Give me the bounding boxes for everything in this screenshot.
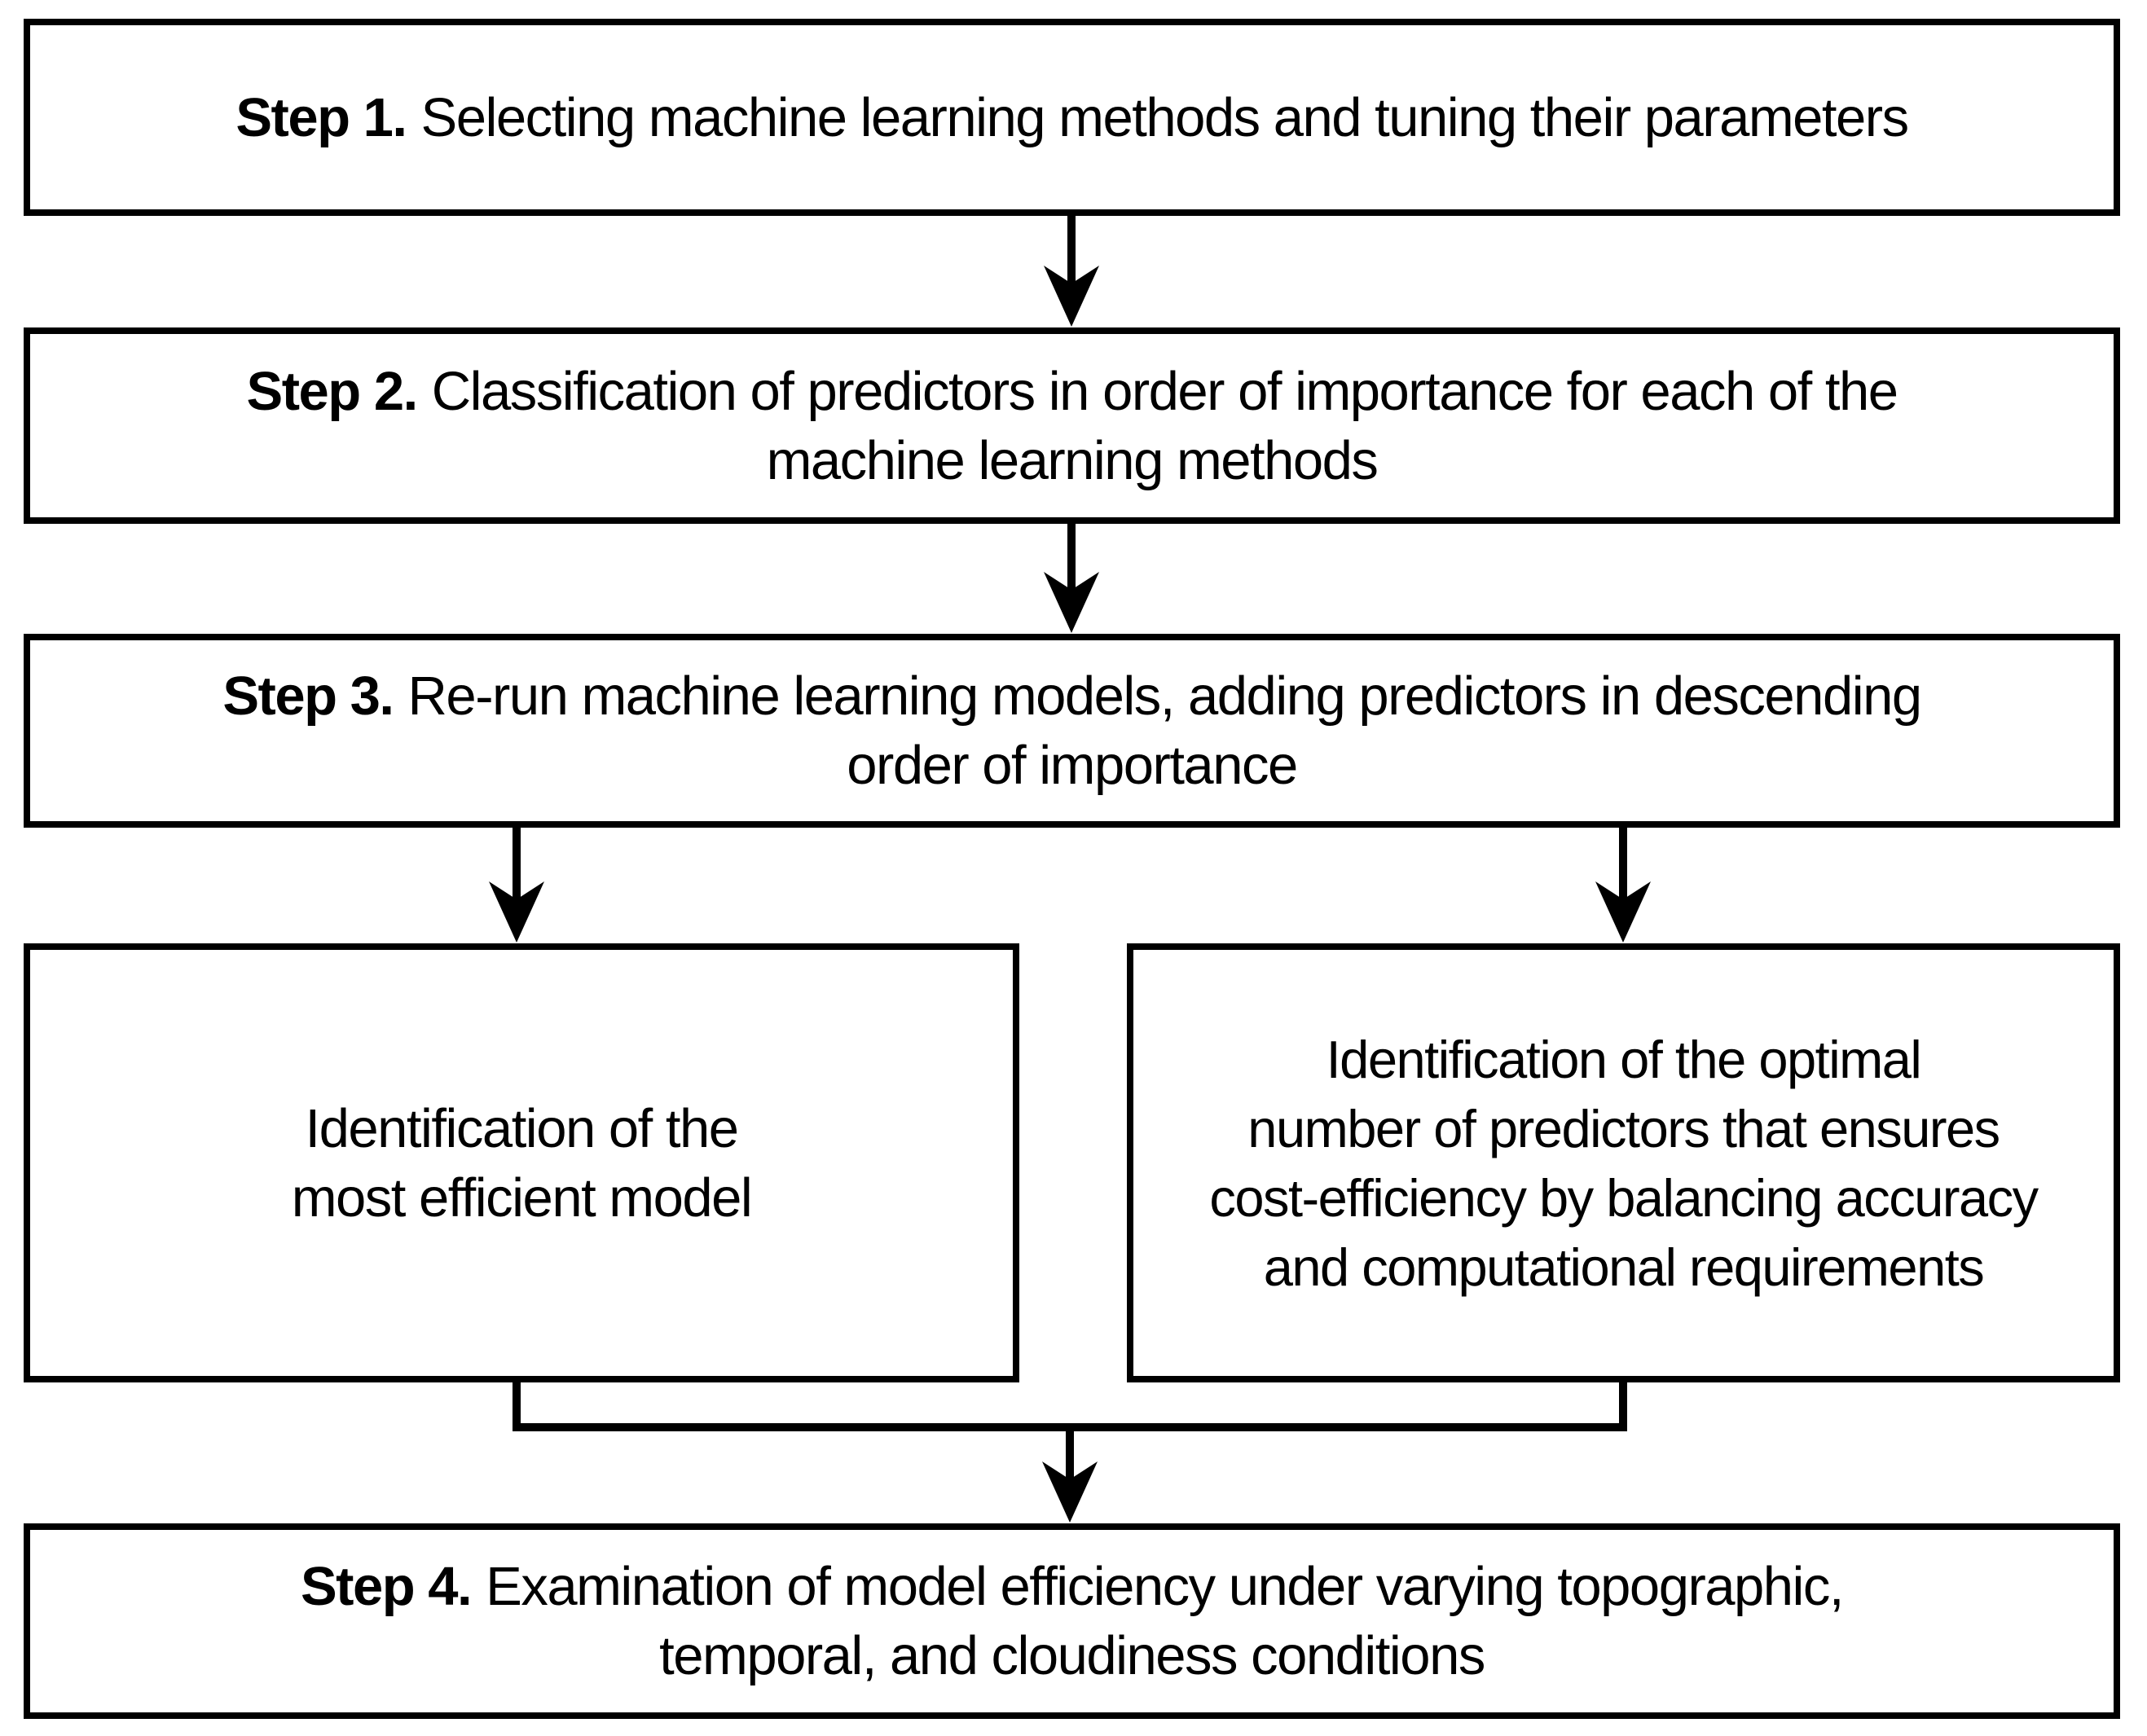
step1-text: Selecting machine learning methods and t… [420, 86, 1910, 148]
outcome-right-text-line1: Identification of the optimal [1326, 1029, 1922, 1089]
outcome-right-text-line2: number of predictors that ensures [1247, 1098, 2000, 1158]
step4-text: Examination of model efficiency under va… [486, 1556, 1844, 1617]
step3-text: Re-run machine learning models, adding p… [407, 666, 1923, 727]
step3-box: Step 3.Re-run machine learning models, a… [24, 634, 2120, 828]
step1-label: Step 1. [235, 86, 407, 148]
step1-box: Step 1.Selecting machine learning method… [24, 19, 2120, 216]
step4-text-line1: Step 4.Examination of model efficiency u… [300, 1552, 1845, 1621]
step2-label: Step 2. [246, 360, 419, 422]
step3-text-line1: Step 3.Re-run machine learning models, a… [222, 661, 1923, 731]
merge-connector [513, 1379, 1627, 1431]
arrow-step1-to-step2 [1044, 216, 1099, 327]
arrow-step3-to-outcome-left [489, 828, 544, 943]
step2-text-line1: Step 2.Classification of predictors in o… [247, 357, 1898, 426]
outcome-most-efficient-model-box: Identification of the most efficient mod… [24, 943, 1019, 1382]
step2-text-line2: machine learning methods [766, 429, 1379, 491]
step1-text-line1: Step 1.Selecting machine learning method… [235, 83, 1910, 152]
outcome-left-text-line2: most efficient model [291, 1167, 753, 1228]
outcome-right-text-line4: and computational requirements [1263, 1237, 1985, 1297]
outcome-left-text-line1: Identification of the [305, 1097, 739, 1159]
outcome-right-text-line3: cost-efficiency by balancing accuracy [1209, 1167, 2039, 1228]
step3-label: Step 3. [222, 666, 394, 727]
outcome-optimal-predictors-box: Identification of the optimal number of … [1127, 943, 2120, 1382]
arrow-step2-to-step3 [1044, 524, 1099, 633]
step3-text-line2: order of importance [847, 735, 1298, 796]
step4-text-line2: temporal, and cloudiness conditions [659, 1625, 1485, 1686]
step4-box: Step 4.Examination of model efficiency u… [24, 1523, 2120, 1719]
arrow-step3-to-outcome-right [1595, 828, 1651, 943]
arrow-merge-to-step4 [1042, 1427, 1098, 1523]
step4-label: Step 4. [300, 1556, 473, 1617]
step2-box: Step 2.Classification of predictors in o… [24, 327, 2120, 524]
step2-text: Classification of predictors in order of… [431, 360, 1898, 422]
